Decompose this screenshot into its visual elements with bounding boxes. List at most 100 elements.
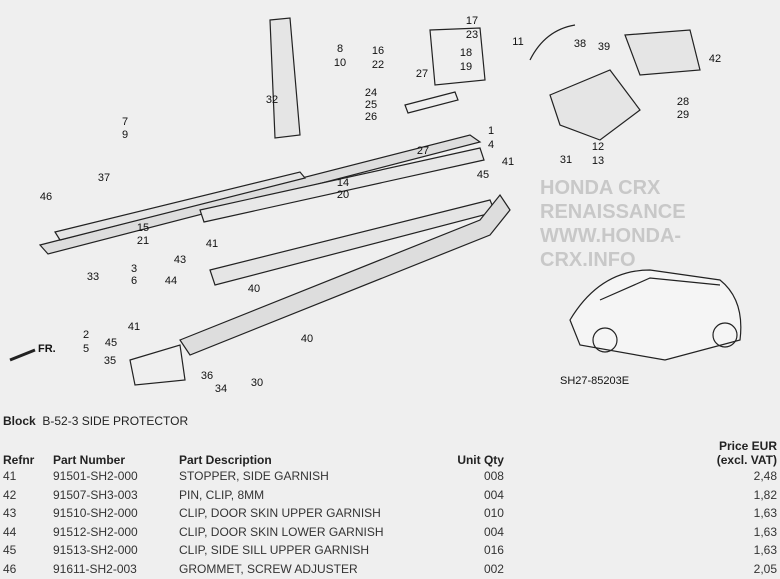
table-row: 43 91510-SH2-000 CLIP, DOOR SKIN UPPER GAR… — [0, 504, 780, 523]
callout-number: 27 — [417, 145, 429, 157]
callout-number: 44 — [165, 275, 177, 287]
cell-description: GROMMET, SCREW ADJUSTER — [179, 561, 358, 576]
table-header: Refnr Part Number Part Description Unit … — [0, 433, 780, 467]
callout-number: 41 — [502, 156, 514, 168]
callout-number: 28 — [677, 96, 689, 108]
callout-number: 19 — [460, 61, 472, 73]
cell-refnr: 45 — [3, 543, 17, 558]
col-price: Price EUR(excl. VAT) — [704, 433, 780, 467]
callout-number: 34 — [215, 383, 227, 395]
col-part-number: Part Number — [53, 453, 126, 467]
cell-refnr: 42 — [3, 487, 17, 502]
callout-number: 45 — [477, 169, 489, 181]
price-header-line2: (excl. VAT) — [716, 453, 777, 467]
callout-number: 25 — [365, 99, 377, 111]
cell-refnr: 44 — [3, 524, 17, 539]
cell-refnr: 46 — [3, 561, 17, 576]
callout-number: 41 — [128, 321, 140, 333]
col-qty: Unit Qty — [457, 453, 504, 467]
cell-price: 1,82 — [753, 487, 777, 502]
callout-number: 3 — [131, 263, 137, 275]
table-row: 46 91611-SH2-003 GROMMET, SCREW ADJUSTER 00… — [0, 560, 780, 579]
callout-number: 26 — [365, 111, 377, 123]
cell-price: 1,63 — [753, 524, 777, 539]
cell-price: 2,48 — [753, 469, 777, 484]
callout-number: 38 — [574, 38, 586, 50]
col-refnr: Refnr — [3, 453, 35, 467]
cell-price: 2,05 — [753, 561, 777, 576]
callout-number: 8 — [337, 43, 343, 55]
cell-part-number: 91510-SH2-000 — [53, 506, 138, 521]
callout-number: 10 — [334, 57, 346, 69]
cell-description: CLIP, SIDE SILL UPPER GARNISH — [179, 543, 370, 558]
cell-part-number: 91513-SH2-000 — [53, 543, 138, 558]
cell-description: STOPPER, SIDE GARNISH — [179, 469, 329, 484]
callout-number: 15 — [137, 222, 149, 234]
callout-number: 35 — [104, 355, 116, 367]
cell-part-number: 91501-SH2-000 — [53, 469, 138, 484]
cell-qty: 010 — [483, 506, 504, 521]
callout-number: 40 — [248, 283, 260, 295]
callout-number: 18 — [460, 47, 472, 59]
callout-number: 43 — [174, 254, 186, 266]
parts-table: Refnr Part Number Part Description Unit … — [0, 433, 780, 578]
block-title: Block B-52-3 SIDE PROTECTOR — [3, 414, 188, 428]
callout-number: 16 — [372, 45, 384, 57]
callout-number: 30 — [251, 377, 263, 389]
table-row: 44 91512-SH2-000 CLIP, DOOR SKIN LOWER GAR… — [0, 523, 780, 542]
cell-description: CLIP, DOOR SKIN LOWER GARNISH — [179, 524, 384, 539]
cell-refnr: 43 — [3, 506, 17, 521]
cell-part-number: 91507-SH3-003 — [53, 487, 138, 502]
callout-number: 40 — [301, 333, 313, 345]
cell-part-number: 91512-SH2-000 — [53, 524, 138, 539]
callout-number: 21 — [137, 235, 149, 247]
cell-qty: 004 — [483, 487, 504, 502]
cell-qty: 002 — [483, 561, 504, 576]
callout-number: 13 — [592, 155, 604, 167]
col-description: Part Description — [179, 453, 272, 467]
callout-number: 37 — [98, 172, 110, 184]
callout-number: 41 — [206, 238, 218, 250]
callout-number: 32 — [266, 94, 278, 106]
callout-number: 22 — [372, 59, 384, 71]
callout-number: 14 — [337, 177, 349, 189]
callout-number: 31 — [560, 154, 572, 166]
callout-number: 33 — [87, 271, 99, 283]
watermark: HONDA CRX RENAISSANCE WWW.HONDA-CRX.INFO — [540, 177, 686, 271]
callout-number: 12 — [592, 141, 604, 153]
price-header-line1: Price EUR — [718, 439, 777, 453]
cell-price: 1,63 — [753, 543, 777, 558]
table-row: 45 91513-SH2-000 CLIP, SIDE SILL UPPER GAR… — [0, 541, 780, 560]
callout-number: 46 — [40, 191, 52, 203]
block-name: B-52-3 SIDE PROTECTOR — [42, 414, 189, 428]
callout-number: 27 — [416, 68, 428, 80]
callout-number: 2 — [83, 329, 89, 341]
callout-number: 11 — [512, 36, 523, 48]
block-label: Block — [3, 414, 36, 428]
callout-number: 39 — [598, 41, 610, 53]
diagram-parts — [9, 17, 742, 386]
callout-number: 29 — [677, 109, 689, 121]
callout-number: 4 — [488, 139, 494, 151]
cell-description: CLIP, DOOR SKIN UPPER GARNISH — [179, 506, 381, 521]
callout-number: 36 — [201, 370, 213, 382]
callout-number: 42 — [709, 53, 721, 65]
callout-number: 23 — [466, 29, 478, 41]
callout-number: 24 — [365, 87, 377, 99]
cell-price: 1,63 — [753, 506, 777, 521]
cell-part-number: 91611-SH2-003 — [53, 561, 137, 576]
figure-code: SH27-85203E — [560, 375, 629, 387]
callout-number: 5 — [83, 343, 89, 355]
cell-description: PIN, CLIP, 8MM — [179, 487, 265, 502]
table-row: 42 91507-SH3-003 PIN, CLIP, 8MM 004 1,82 — [0, 486, 780, 505]
callout-number: 20 — [337, 189, 349, 201]
callout-number: 17 — [466, 15, 478, 27]
callout-number: 1 — [488, 125, 494, 137]
cell-qty: 004 — [483, 524, 504, 539]
cell-qty: 008 — [483, 469, 504, 484]
callout-number: 9 — [122, 129, 128, 141]
callout-number: 6 — [131, 275, 137, 287]
